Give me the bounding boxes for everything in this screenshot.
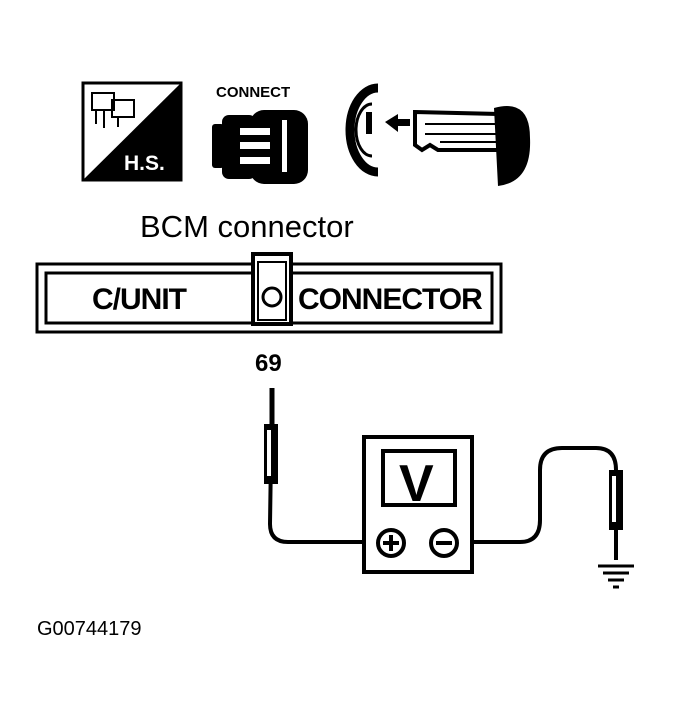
positive-terminal-icon	[376, 528, 406, 558]
negative-terminal-icon	[429, 528, 459, 558]
harness-sign-icon: H.S.	[81, 81, 183, 182]
connector-left-label: C/UNIT	[92, 283, 187, 316]
positive-probe	[264, 388, 278, 484]
negative-probe	[609, 470, 623, 530]
voltmeter: V	[362, 435, 474, 574]
connect-label: CONNECT	[216, 84, 290, 101]
connector-title: BCM connector	[140, 209, 354, 244]
connector-icon: CONNECT	[212, 84, 308, 184]
connector-right-label: CONNECTOR	[298, 283, 483, 316]
figure-id: G00744179	[37, 618, 142, 640]
terminal-69-pin	[261, 286, 283, 308]
probe-wires	[267, 387, 618, 560]
pin-number-label: 69	[255, 350, 282, 377]
bcm-connector-box: C/UNIT CONNECTOR	[35, 252, 503, 334]
ground-icon	[598, 564, 634, 589]
ignition-key-icon	[345, 83, 531, 186]
harness-sign-label: H.S.	[124, 152, 165, 175]
voltmeter-unit-label: V	[399, 455, 434, 513]
